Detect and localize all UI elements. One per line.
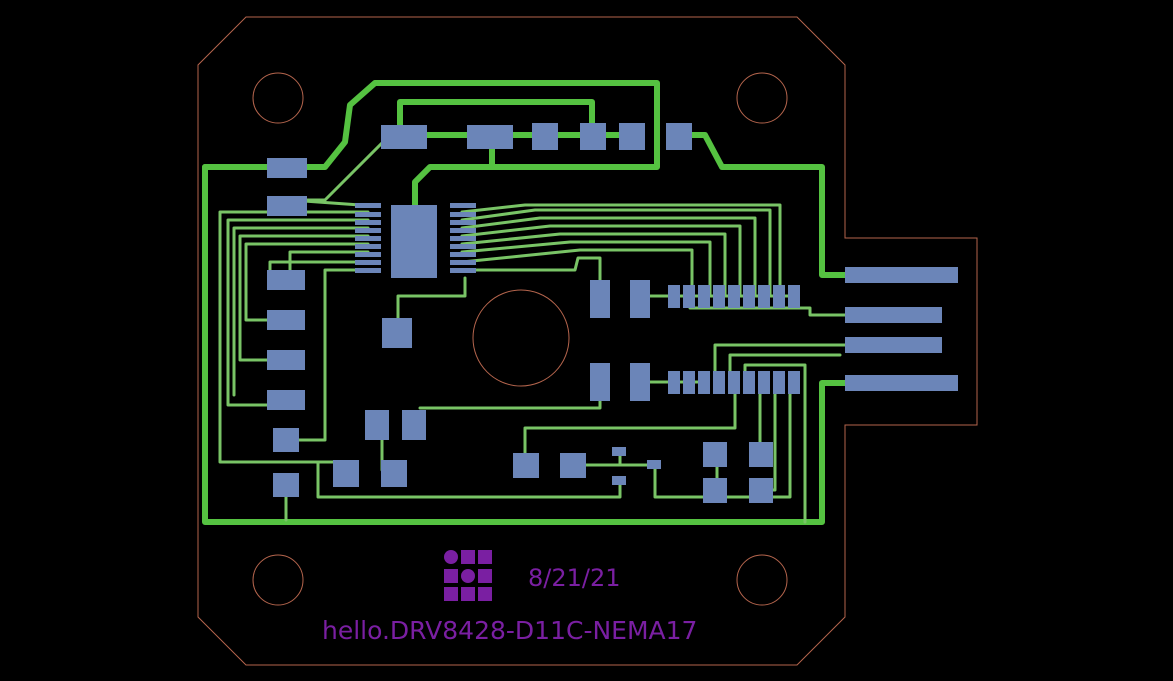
pad — [267, 390, 305, 410]
pad — [560, 453, 586, 478]
pad — [467, 125, 513, 149]
pad — [703, 442, 727, 467]
pad — [619, 123, 645, 150]
pad — [273, 473, 299, 497]
mounting-hole-icon — [736, 554, 788, 606]
pad — [365, 410, 389, 440]
pad — [630, 363, 650, 401]
pad — [590, 363, 610, 401]
power-traces — [202, 80, 848, 525]
pad — [590, 280, 610, 318]
pad — [382, 318, 412, 348]
usb-connector-fingers — [845, 267, 958, 391]
controller-ic-pins-bottom — [668, 371, 800, 394]
pad — [267, 350, 305, 370]
pad — [749, 442, 773, 467]
pad — [612, 447, 626, 456]
pad — [532, 123, 558, 150]
pad — [612, 476, 626, 485]
mounting-hole-icon — [252, 554, 304, 606]
pad — [267, 310, 305, 330]
board-outline — [197, 16, 978, 666]
mounting-hole-icon — [736, 72, 788, 124]
pad — [630, 280, 650, 318]
pad — [267, 196, 307, 216]
motor-shaft-hole — [472, 289, 570, 387]
fab-logo-icon — [444, 550, 492, 601]
pad — [333, 460, 359, 487]
driver-ic-pins-left — [355, 203, 381, 273]
controller-ic-pins-top — [668, 285, 800, 308]
pad — [402, 410, 426, 440]
board-date: 8/21/21 — [528, 564, 621, 592]
pad — [580, 123, 606, 150]
pad — [381, 460, 407, 487]
pad — [703, 478, 727, 503]
board-name: hello.DRV8428-D11C-NEMA17 — [322, 616, 697, 645]
pad — [749, 478, 773, 503]
driver-ic-pins-right — [450, 203, 476, 273]
driver-ic-body — [391, 205, 437, 278]
pad — [267, 270, 305, 290]
mounting-hole-icon — [252, 72, 304, 124]
pad — [381, 125, 427, 149]
signal-traces — [218, 138, 847, 524]
pad — [273, 428, 299, 452]
pad — [267, 158, 307, 178]
pad — [647, 460, 661, 469]
component-pads — [267, 123, 958, 503]
pad — [666, 123, 692, 150]
pad — [513, 453, 539, 478]
